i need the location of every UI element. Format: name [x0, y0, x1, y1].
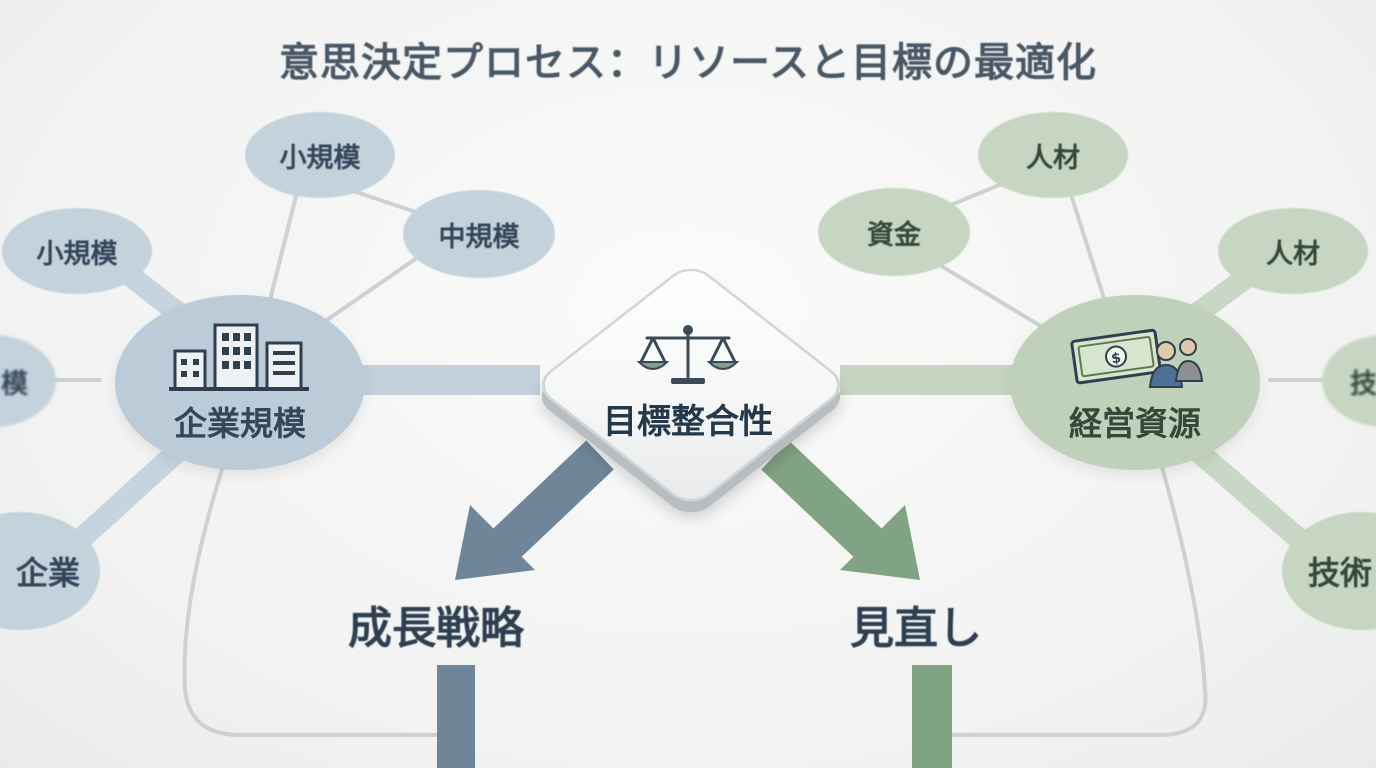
goal-alignment-node: 目標整合性: [528, 252, 851, 512]
hub-label: 企業規模: [174, 403, 306, 443]
connector-line: [948, 458, 1208, 737]
arrow-review: [761, 440, 920, 580]
center-label: 目標整合性: [603, 401, 773, 442]
satellite-node: 資金: [818, 188, 970, 276]
arrow-growth: [455, 440, 614, 580]
money-people-icon: $: [1070, 328, 1204, 388]
connector-line: [182, 458, 442, 737]
band-green: [840, 365, 1030, 395]
leg-blue: [437, 665, 475, 768]
satellite-node: 小規模: [2, 208, 152, 294]
svg-text:$: $: [1110, 349, 1122, 366]
band-blue: [350, 365, 540, 395]
spoke-green: [1174, 429, 1311, 551]
satellite-node: 人材: [978, 112, 1128, 198]
balance-scale-icon: [636, 324, 740, 384]
outcome-review: 見直し: [850, 603, 982, 654]
satellite-node: 中規模: [403, 190, 555, 278]
satellite-node: 人材: [1218, 208, 1368, 294]
hub-management-resources: $ 経営資源: [1010, 295, 1260, 470]
satellite-node: 小規模: [245, 112, 395, 198]
buildings-icon: [169, 323, 309, 391]
leg-green: [912, 665, 952, 768]
page-title: 意思決定プロセス：リソースと目標の最適化: [279, 40, 1097, 86]
hub-label: 経営資源: [1069, 403, 1201, 443]
spoke-blue: [69, 429, 201, 551]
outcome-growth-strategy: 成長戦略: [348, 603, 524, 654]
hub-company-size: 企業規模: [115, 295, 365, 470]
